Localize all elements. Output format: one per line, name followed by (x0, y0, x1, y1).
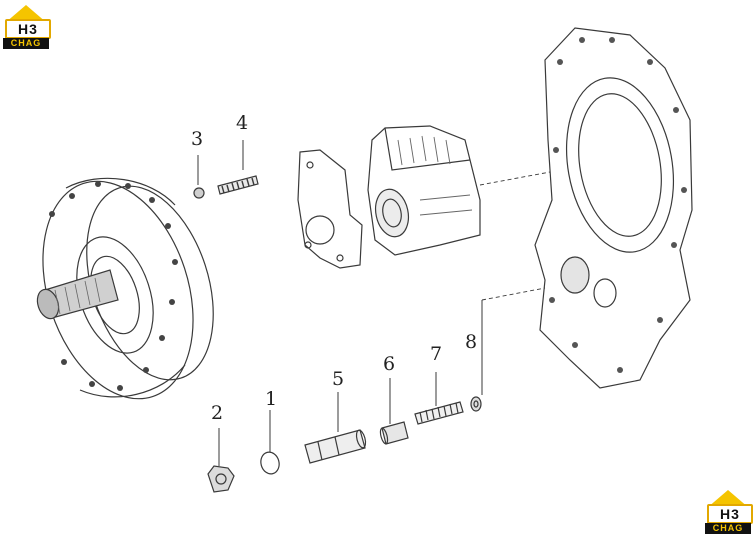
valve-body (367, 125, 551, 256)
brand-logo-top-left: H3 CHAG (3, 3, 51, 49)
gasket-plate (297, 149, 363, 269)
callout-8: 8 (465, 331, 478, 353)
callout-2: 2 (211, 402, 224, 424)
washer-part (470, 396, 482, 412)
brand-logo-bottom-right: H3 CHAG (705, 488, 753, 534)
logo-wordmark: CHAG (3, 38, 49, 49)
ball-part (193, 187, 205, 199)
logo-mark: H3 (707, 504, 753, 524)
logo-wordmark: CHAG (705, 523, 751, 534)
long-spring-part (414, 372, 464, 425)
callout-7: 7 (430, 343, 443, 365)
pump-flange-housing (36, 177, 214, 400)
spring-part (217, 140, 259, 195)
spool-part (304, 392, 367, 464)
callout-5: 5 (332, 368, 345, 390)
callout-4: 4 (236, 112, 249, 134)
o-ring-part (260, 410, 280, 475)
callout-3: 3 (191, 128, 204, 150)
plug-nut-part (207, 428, 235, 493)
housing-plate (481, 27, 693, 395)
callout-1: 1 (265, 388, 278, 410)
sleeve-part (379, 378, 409, 445)
callout-6: 6 (383, 353, 396, 375)
logo-mark: H3 (5, 19, 51, 39)
